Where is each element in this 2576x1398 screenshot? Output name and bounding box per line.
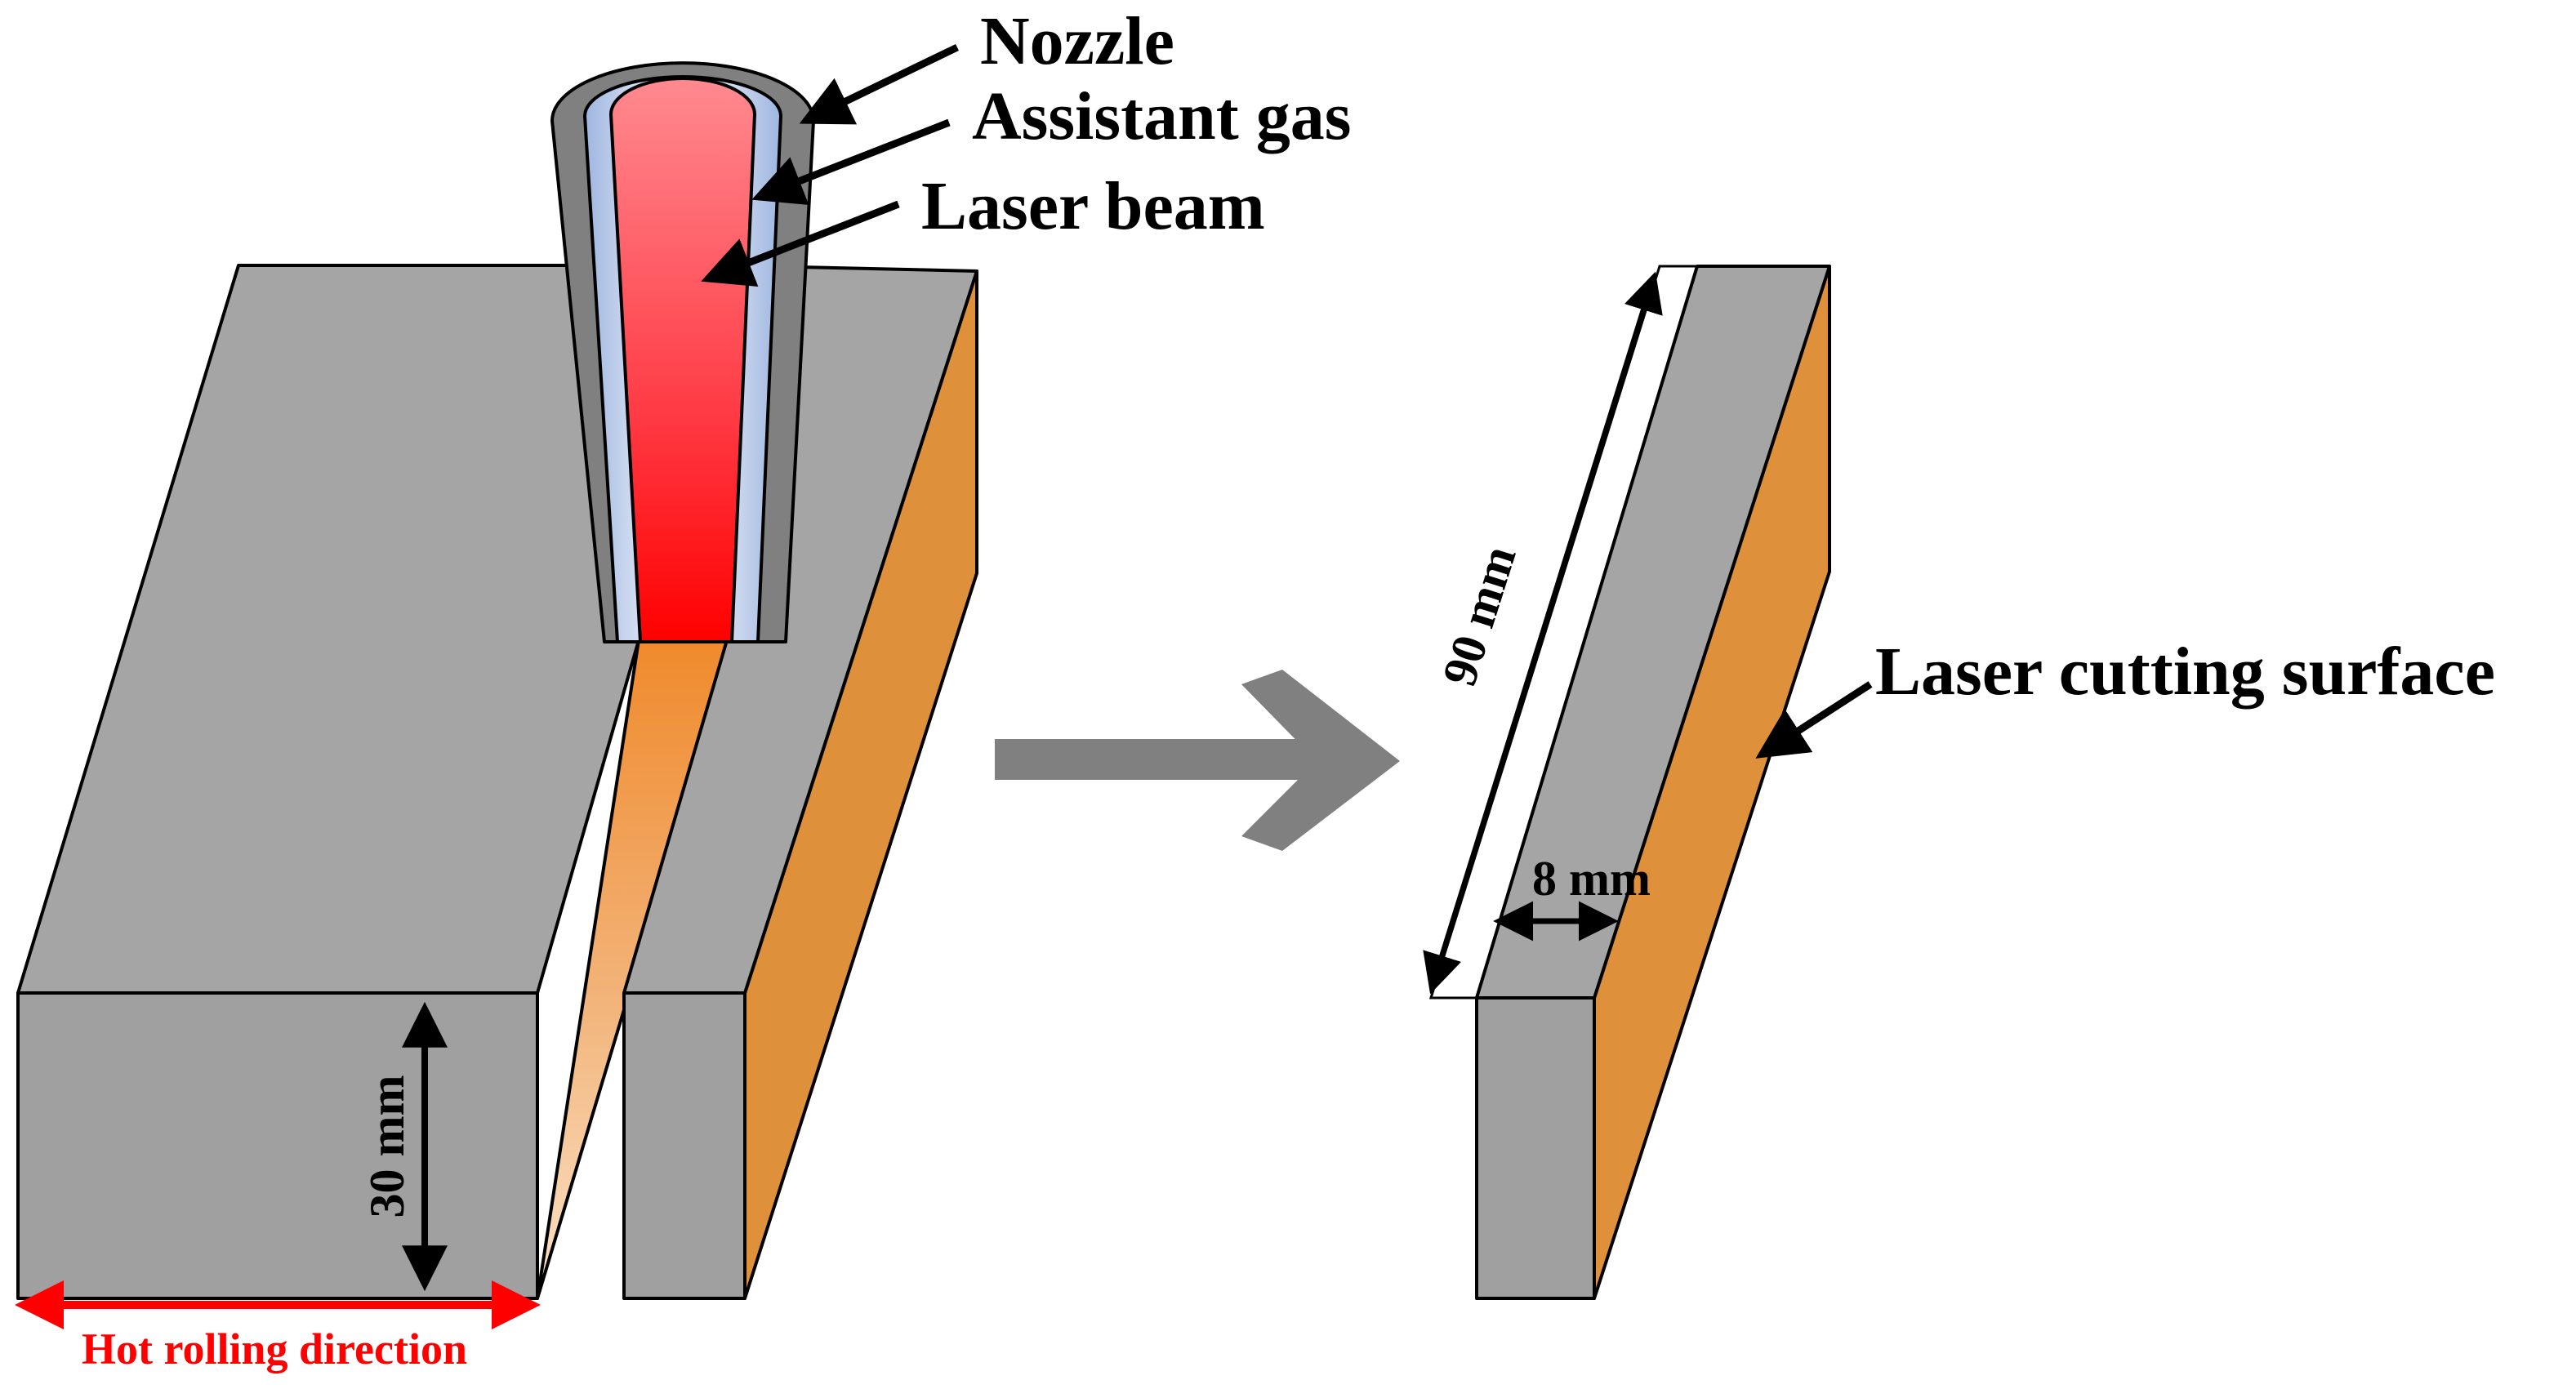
thickness-dimension-label: 30 mm	[360, 1075, 414, 1218]
left-block-front-face	[16, 991, 539, 1300]
assistant-gas-label: Assistant gas	[972, 78, 1351, 154]
length-dimension-arrow	[1423, 271, 1663, 995]
laser-beam	[609, 77, 756, 643]
specimen	[1428, 265, 1831, 1300]
laser-beam-label: Laser beam	[921, 168, 1265, 244]
nozzle-callout-arrow	[799, 43, 959, 125]
cutting-surface-callout-arrow	[1755, 681, 1873, 759]
laser-beam-callout-arrow	[701, 200, 900, 287]
nozzle-label: Nozzle	[980, 3, 1174, 79]
process-arrow	[995, 670, 1400, 851]
width-dimension-label: 8 mm	[1532, 852, 1651, 906]
right-block-front-face	[622, 991, 747, 1300]
specimen-front-face	[1475, 996, 1596, 1300]
nozzle-assembly	[550, 61, 815, 643]
plate-assembly	[16, 264, 978, 1300]
assistant-gas-callout-arrow	[751, 118, 951, 205]
length-dimension-label: 90 mm	[1432, 540, 1526, 692]
left-block-top-face	[16, 264, 640, 995]
cutting-surface-label: Laser cutting surface	[1875, 634, 2495, 710]
hot-rolling-direction-label: Hot rolling direction	[82, 1325, 467, 1374]
